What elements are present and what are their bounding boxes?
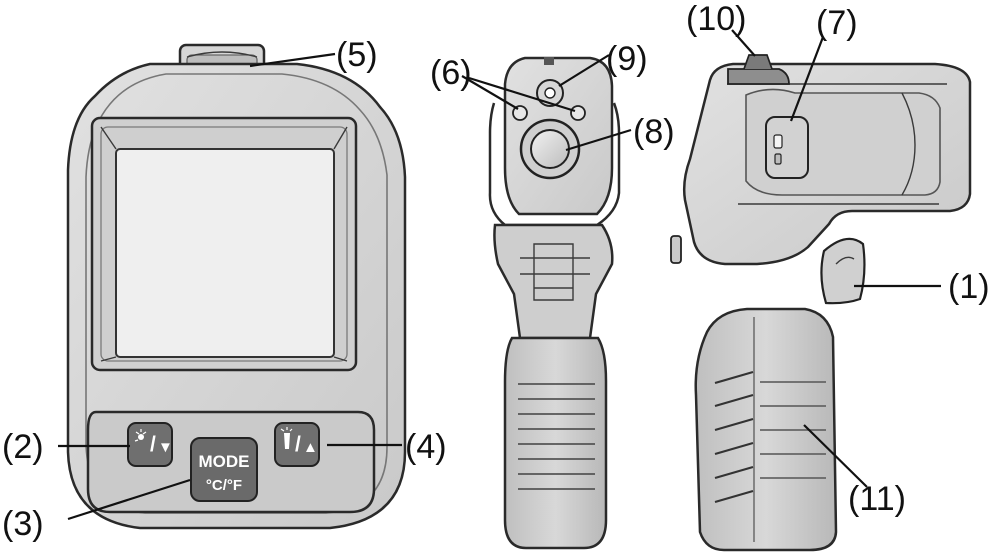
laser-down-button[interactable]: / ▼ [127,422,173,467]
svg-text:/: / [295,433,301,456]
mode-button-label: MODE [199,452,250,471]
infrared-sensor-lens [519,118,581,180]
gun-neck-front [493,223,614,340]
laser-aperture [536,79,564,107]
callout-label-10: (10) [686,0,746,38]
indicator-lights [512,105,586,121]
front-view: / ▼ MODE °C/°F / ▲ [66,43,407,530]
backlight-up-button[interactable]: / ▲ [274,422,320,467]
front-gun-view [488,56,621,550]
svg-text:/: / [150,433,156,456]
callout-label-7: (7) [816,4,858,42]
callout-label-9: (9) [606,40,648,78]
leader-lines [58,29,941,521]
side-top-sensor [727,54,790,85]
mode-button[interactable]: MODE °C/°F [190,437,258,502]
callout-label-5: (5) [336,36,378,74]
callout-label-4: (4) [405,428,447,466]
unit-toggle-label: °C/°F [206,477,242,494]
backlight-icon [280,427,293,449]
callout-labels: (1) (2) (3) (4) (5) (6) (7) (8) (9) (10)… [2,0,990,543]
display-screen [90,116,358,372]
trigger [820,237,866,305]
laser-icon [134,429,147,442]
callout-label-3: (3) [2,505,44,543]
callout-label-8: (8) [633,113,675,151]
down-triangle-icon: ▼ [158,439,173,456]
callout-label-2: (2) [2,428,44,466]
gun-grip-front [503,336,608,550]
callout-label-11: (11) [848,480,906,518]
callout-label-1: (1) [948,268,990,306]
up-triangle-icon: ▲ [303,439,318,456]
callout-label-6: (6) [430,54,472,92]
side-view [670,54,972,552]
battery-compartment [765,116,809,179]
